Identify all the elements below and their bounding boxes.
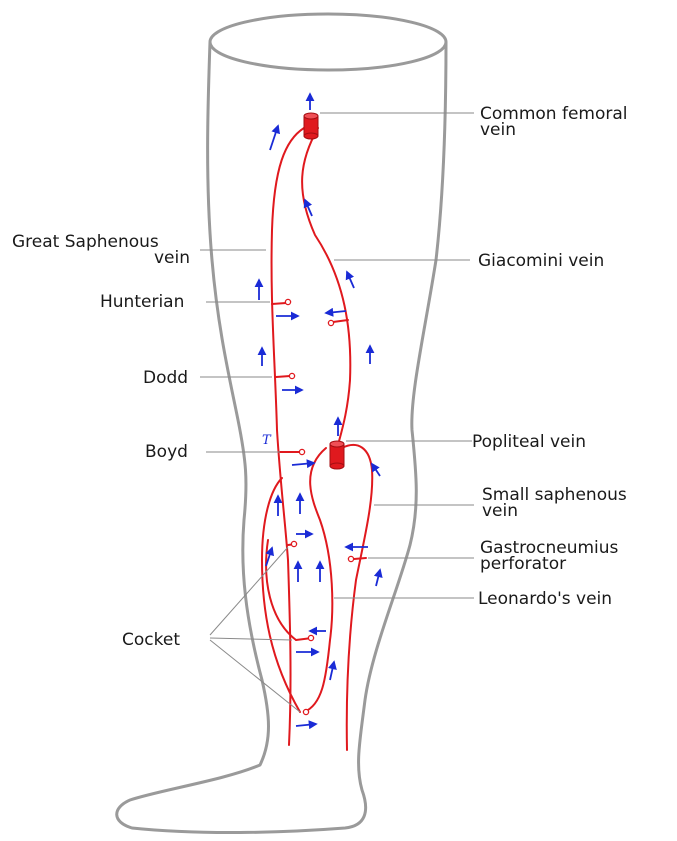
flow-arrow xyxy=(330,662,334,680)
label-dodd: Dodd xyxy=(143,368,188,388)
small-saphenous-vein xyxy=(342,445,372,750)
hunterian-perforator xyxy=(272,299,291,304)
flow-arrow xyxy=(326,311,346,313)
thigh-top-rim xyxy=(210,14,446,70)
label-small-saphenous-line2: vein xyxy=(482,501,518,521)
posterior-arch-loop xyxy=(262,478,300,712)
label-giacomini: Giacomini vein xyxy=(478,251,604,271)
popliteal-vein-cylinder xyxy=(330,441,344,469)
label-gastrocnemius-line2: perforator xyxy=(480,554,566,574)
label-common-femoral-line2: vein xyxy=(480,120,516,140)
label-cocket: Cocket xyxy=(122,630,180,650)
cocket-perforator-middle xyxy=(296,635,314,640)
flow-arrow xyxy=(296,724,316,726)
cocket-perforator-lower xyxy=(303,709,308,714)
cocket-perforator-upper xyxy=(288,541,297,546)
common-femoral-vein-cylinder xyxy=(304,113,318,139)
perforators xyxy=(272,299,366,714)
dodd-perforator xyxy=(276,373,295,378)
giacomini-perforator xyxy=(328,320,348,326)
leonardo-vein-path xyxy=(304,448,332,712)
leg-outline xyxy=(117,14,446,833)
label-great-saphenous-line2: vein xyxy=(154,248,190,268)
leader-lines xyxy=(200,113,474,712)
label-popliteal: Popliteal vein xyxy=(472,432,586,452)
boyd-marker: T xyxy=(262,433,272,448)
boyd-perforator xyxy=(280,449,305,454)
gastrocnemius-perforator xyxy=(348,556,366,561)
label-great-saphenous-line1: Great Saphenous xyxy=(12,232,159,252)
label-leonardo: Leonardo's vein xyxy=(478,589,612,609)
flow-arrow xyxy=(372,464,380,476)
flow-arrow xyxy=(270,126,278,150)
veins xyxy=(262,113,372,750)
label-hunterian: Hunterian xyxy=(100,292,184,312)
flow-arrow xyxy=(292,463,314,465)
label-boyd: Boyd xyxy=(145,442,188,462)
giacomini-vein-path xyxy=(302,128,350,445)
flow-arrow xyxy=(376,570,380,586)
flow-arrow xyxy=(347,272,354,288)
